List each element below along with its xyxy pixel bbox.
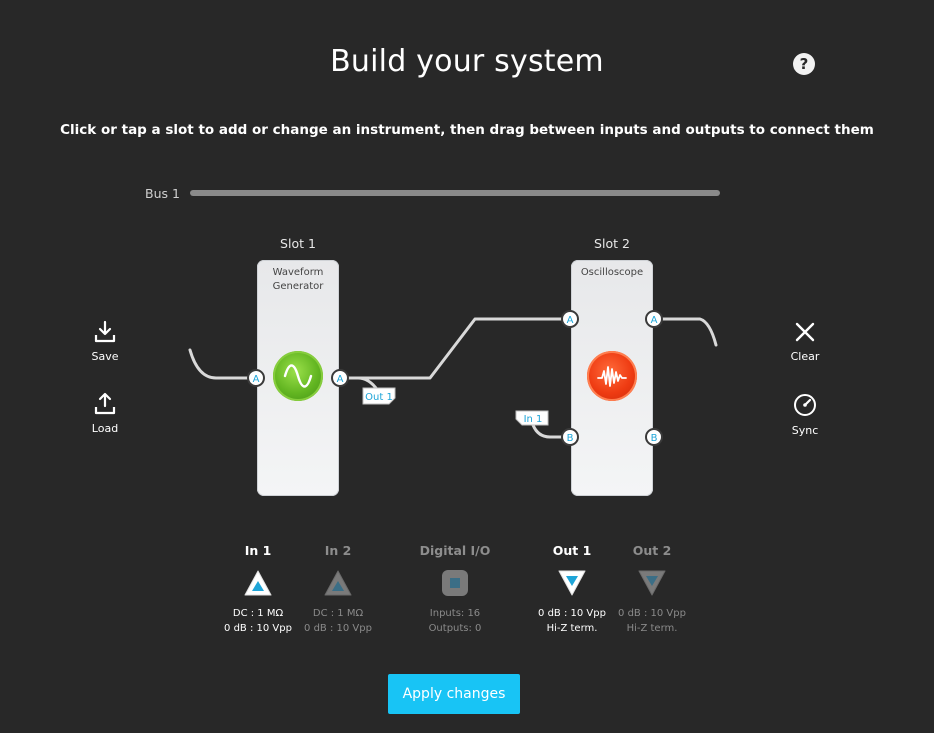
bus-label: Bus 1 [145,186,180,201]
slot-1-card[interactable]: Waveform Generator [257,260,339,496]
io-line2: 0 dB : 10 Vpp [224,623,292,634]
io-title: In 1 [244,543,272,558]
io-in-1[interactable]: In 1 DC : 1 MΩ 0 dB : 10 Vpp [213,543,303,636]
wire-slot2-out [658,317,718,347]
sync-button[interactable]: Sync [775,392,835,437]
input-triangle-icon[interactable] [243,568,273,598]
io-line1: 0 dB : 10 Vpp [538,608,606,619]
io-line1: Inputs: 16 [429,608,481,619]
slot-1-instrument-line1: Waveform [272,267,324,278]
output-triangle-icon[interactable] [637,568,667,598]
save-button[interactable]: Save [75,320,135,363]
download-icon [94,320,116,343]
io-title: Digital I/O [419,543,491,558]
io-line1: DC : 1 MΩ [312,608,364,619]
upload-icon [94,392,116,415]
digital-square-icon[interactable] [442,570,468,596]
input-triangle-icon[interactable] [323,568,353,598]
sync-label: Sync [791,424,819,437]
slot-1-label: Slot 1 [280,236,316,251]
wire-slot1-to-slot2 [338,317,567,380]
io-line2: Hi-Z term. [546,623,598,634]
load-button[interactable]: Load [75,392,135,435]
slot-2-label: Slot 2 [594,236,630,251]
sine-wave-icon [273,351,323,401]
save-label: Save [91,350,119,363]
apply-changes-button[interactable]: Apply changes [388,674,520,714]
wire-in-to-slot1 [188,348,252,380]
instructions-text: Click or tap a slot to add or change an … [60,122,874,138]
gauge-icon [794,394,816,416]
io-title: In 2 [324,543,352,558]
io-title: Out 2 [632,543,672,558]
io-out-2[interactable]: Out 2 0 dB : 10 Vpp Hi-Z term. [607,543,697,636]
help-icon[interactable]: ? [793,53,815,75]
io-title: Out 1 [552,543,592,558]
close-icon [795,322,815,342]
io-line1: DC : 1 MΩ [232,608,284,619]
wire-slot1-out1-tap [356,376,378,390]
load-label: Load [91,422,119,435]
slot-1-instrument-name: Waveform Generator [257,266,339,294]
bus-bar [190,190,720,196]
signal-trace-icon [587,351,637,401]
clear-button[interactable]: Clear [775,320,835,363]
wire-in1-to-slot2-b [531,423,568,439]
output-triangle-icon[interactable] [557,568,587,598]
io-line2: Hi-Z term. [626,623,678,634]
clear-label: Clear [790,350,820,363]
slot-1-instrument-line2: Generator [272,281,324,292]
slot-2-instrument-name: Oscilloscope [580,267,644,278]
io-in-2[interactable]: In 2 DC : 1 MΩ 0 dB : 10 Vpp [293,543,383,636]
io-line1: 0 dB : 10 Vpp [618,608,686,619]
io-line2: 0 dB : 10 Vpp [304,623,372,634]
slot-2-card[interactable]: Oscilloscope [571,260,653,496]
page-title: Build your system [330,44,604,79]
io-line2: Outputs: 0 [428,623,482,634]
io-out-1[interactable]: Out 1 0 dB : 10 Vpp Hi-Z term. [527,543,617,636]
io-digital[interactable]: Digital I/O Inputs: 16 Outputs: 0 [410,543,500,636]
